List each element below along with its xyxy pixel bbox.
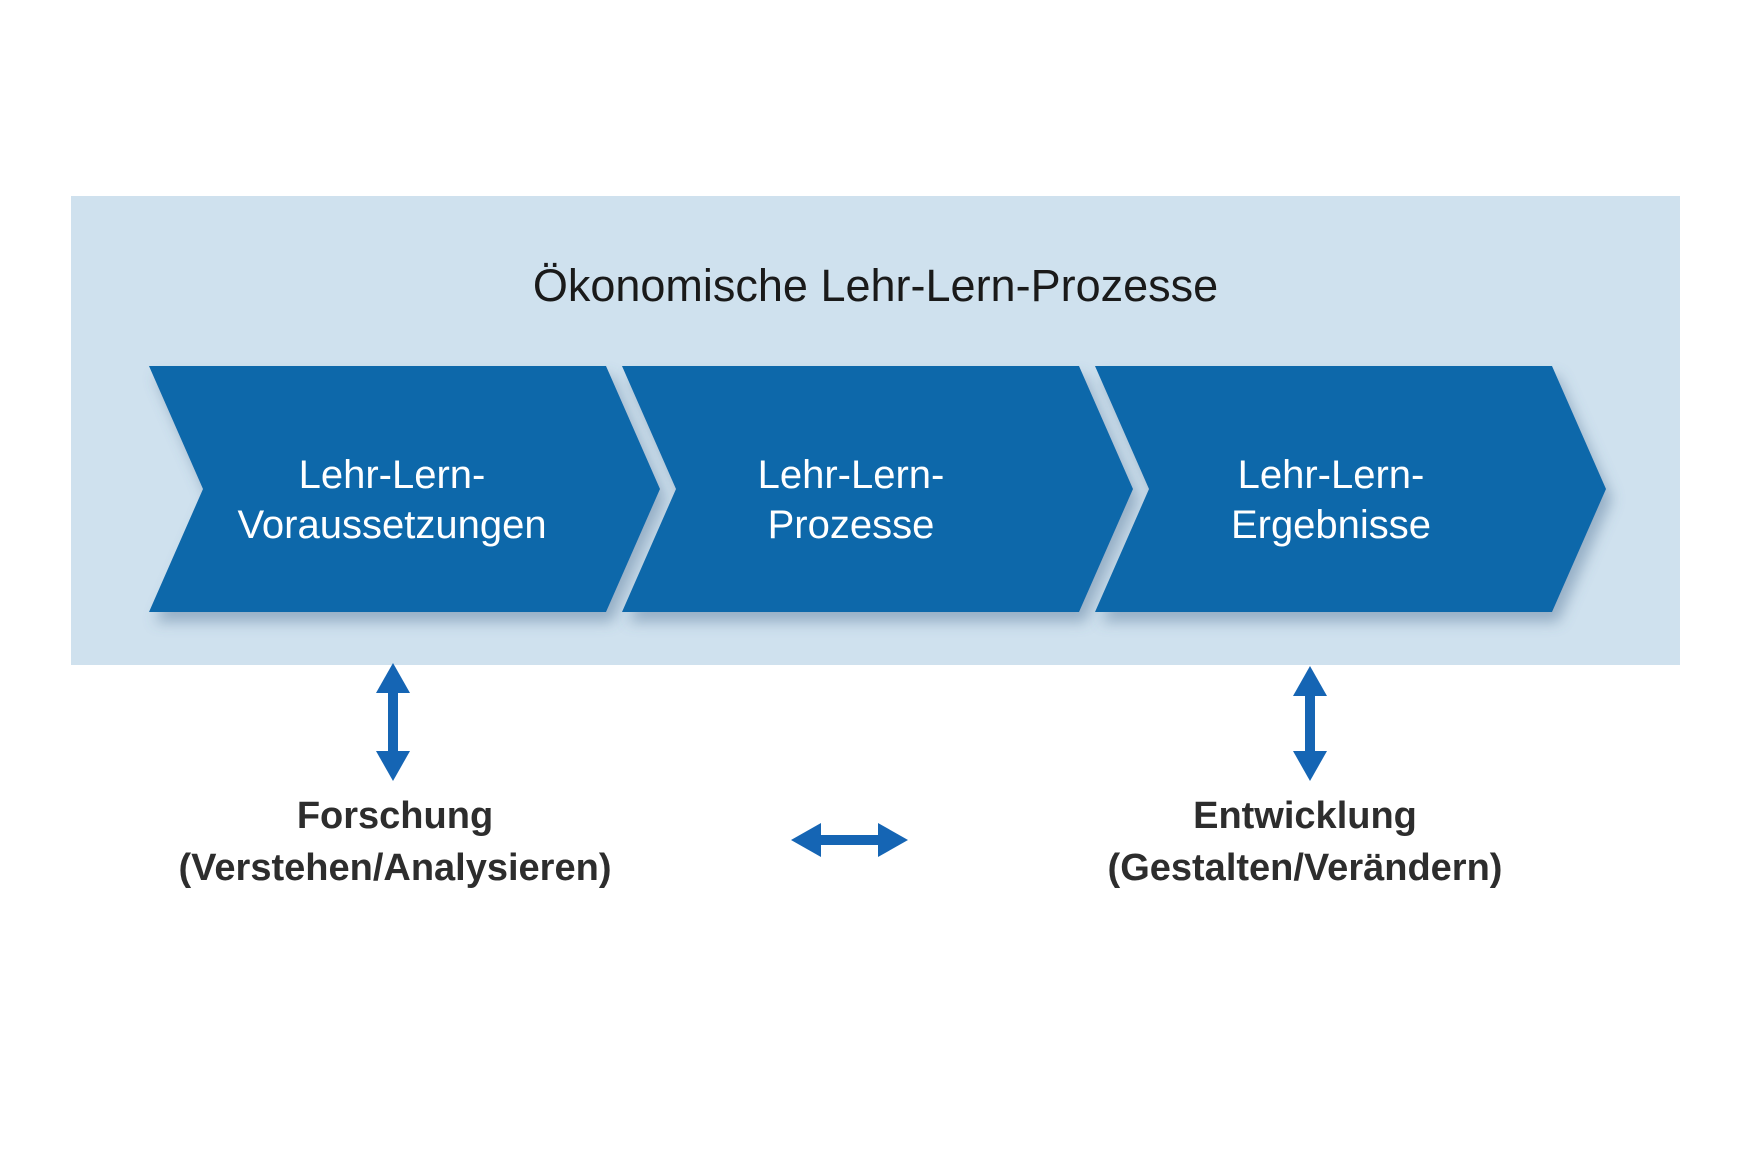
step-label-processes: Lehr-Lern- Prozesse bbox=[757, 453, 945, 547]
development-double-arrow-icon bbox=[1293, 666, 1327, 781]
interaction-double-arrow-icon bbox=[791, 823, 908, 857]
chevron-step-1 bbox=[149, 366, 660, 612]
step-label-prerequisites: Lehr-Lern- Voraussetzungen bbox=[237, 453, 547, 547]
development-block: Entwicklung (Gestalten/Verändern) bbox=[995, 790, 1615, 894]
development-description: (Gestalten/Verändern) bbox=[1107, 847, 1503, 889]
research-description: (Verstehen/Analysieren) bbox=[178, 847, 612, 889]
research-title: Forschung bbox=[296, 795, 494, 837]
chevron-step-2 bbox=[622, 366, 1133, 612]
step-label-results: Lehr-Lern- Ergebnisse bbox=[1230, 453, 1432, 547]
chevron-step-3 bbox=[1095, 366, 1606, 612]
research-double-arrow-icon bbox=[376, 663, 410, 781]
panel-title: Ökonomische Lehr-Lern-Prozesse bbox=[532, 260, 1219, 311]
research-block: Forschung (Verstehen/Analysieren) bbox=[85, 790, 705, 894]
development-title: Entwicklung bbox=[1193, 795, 1417, 837]
